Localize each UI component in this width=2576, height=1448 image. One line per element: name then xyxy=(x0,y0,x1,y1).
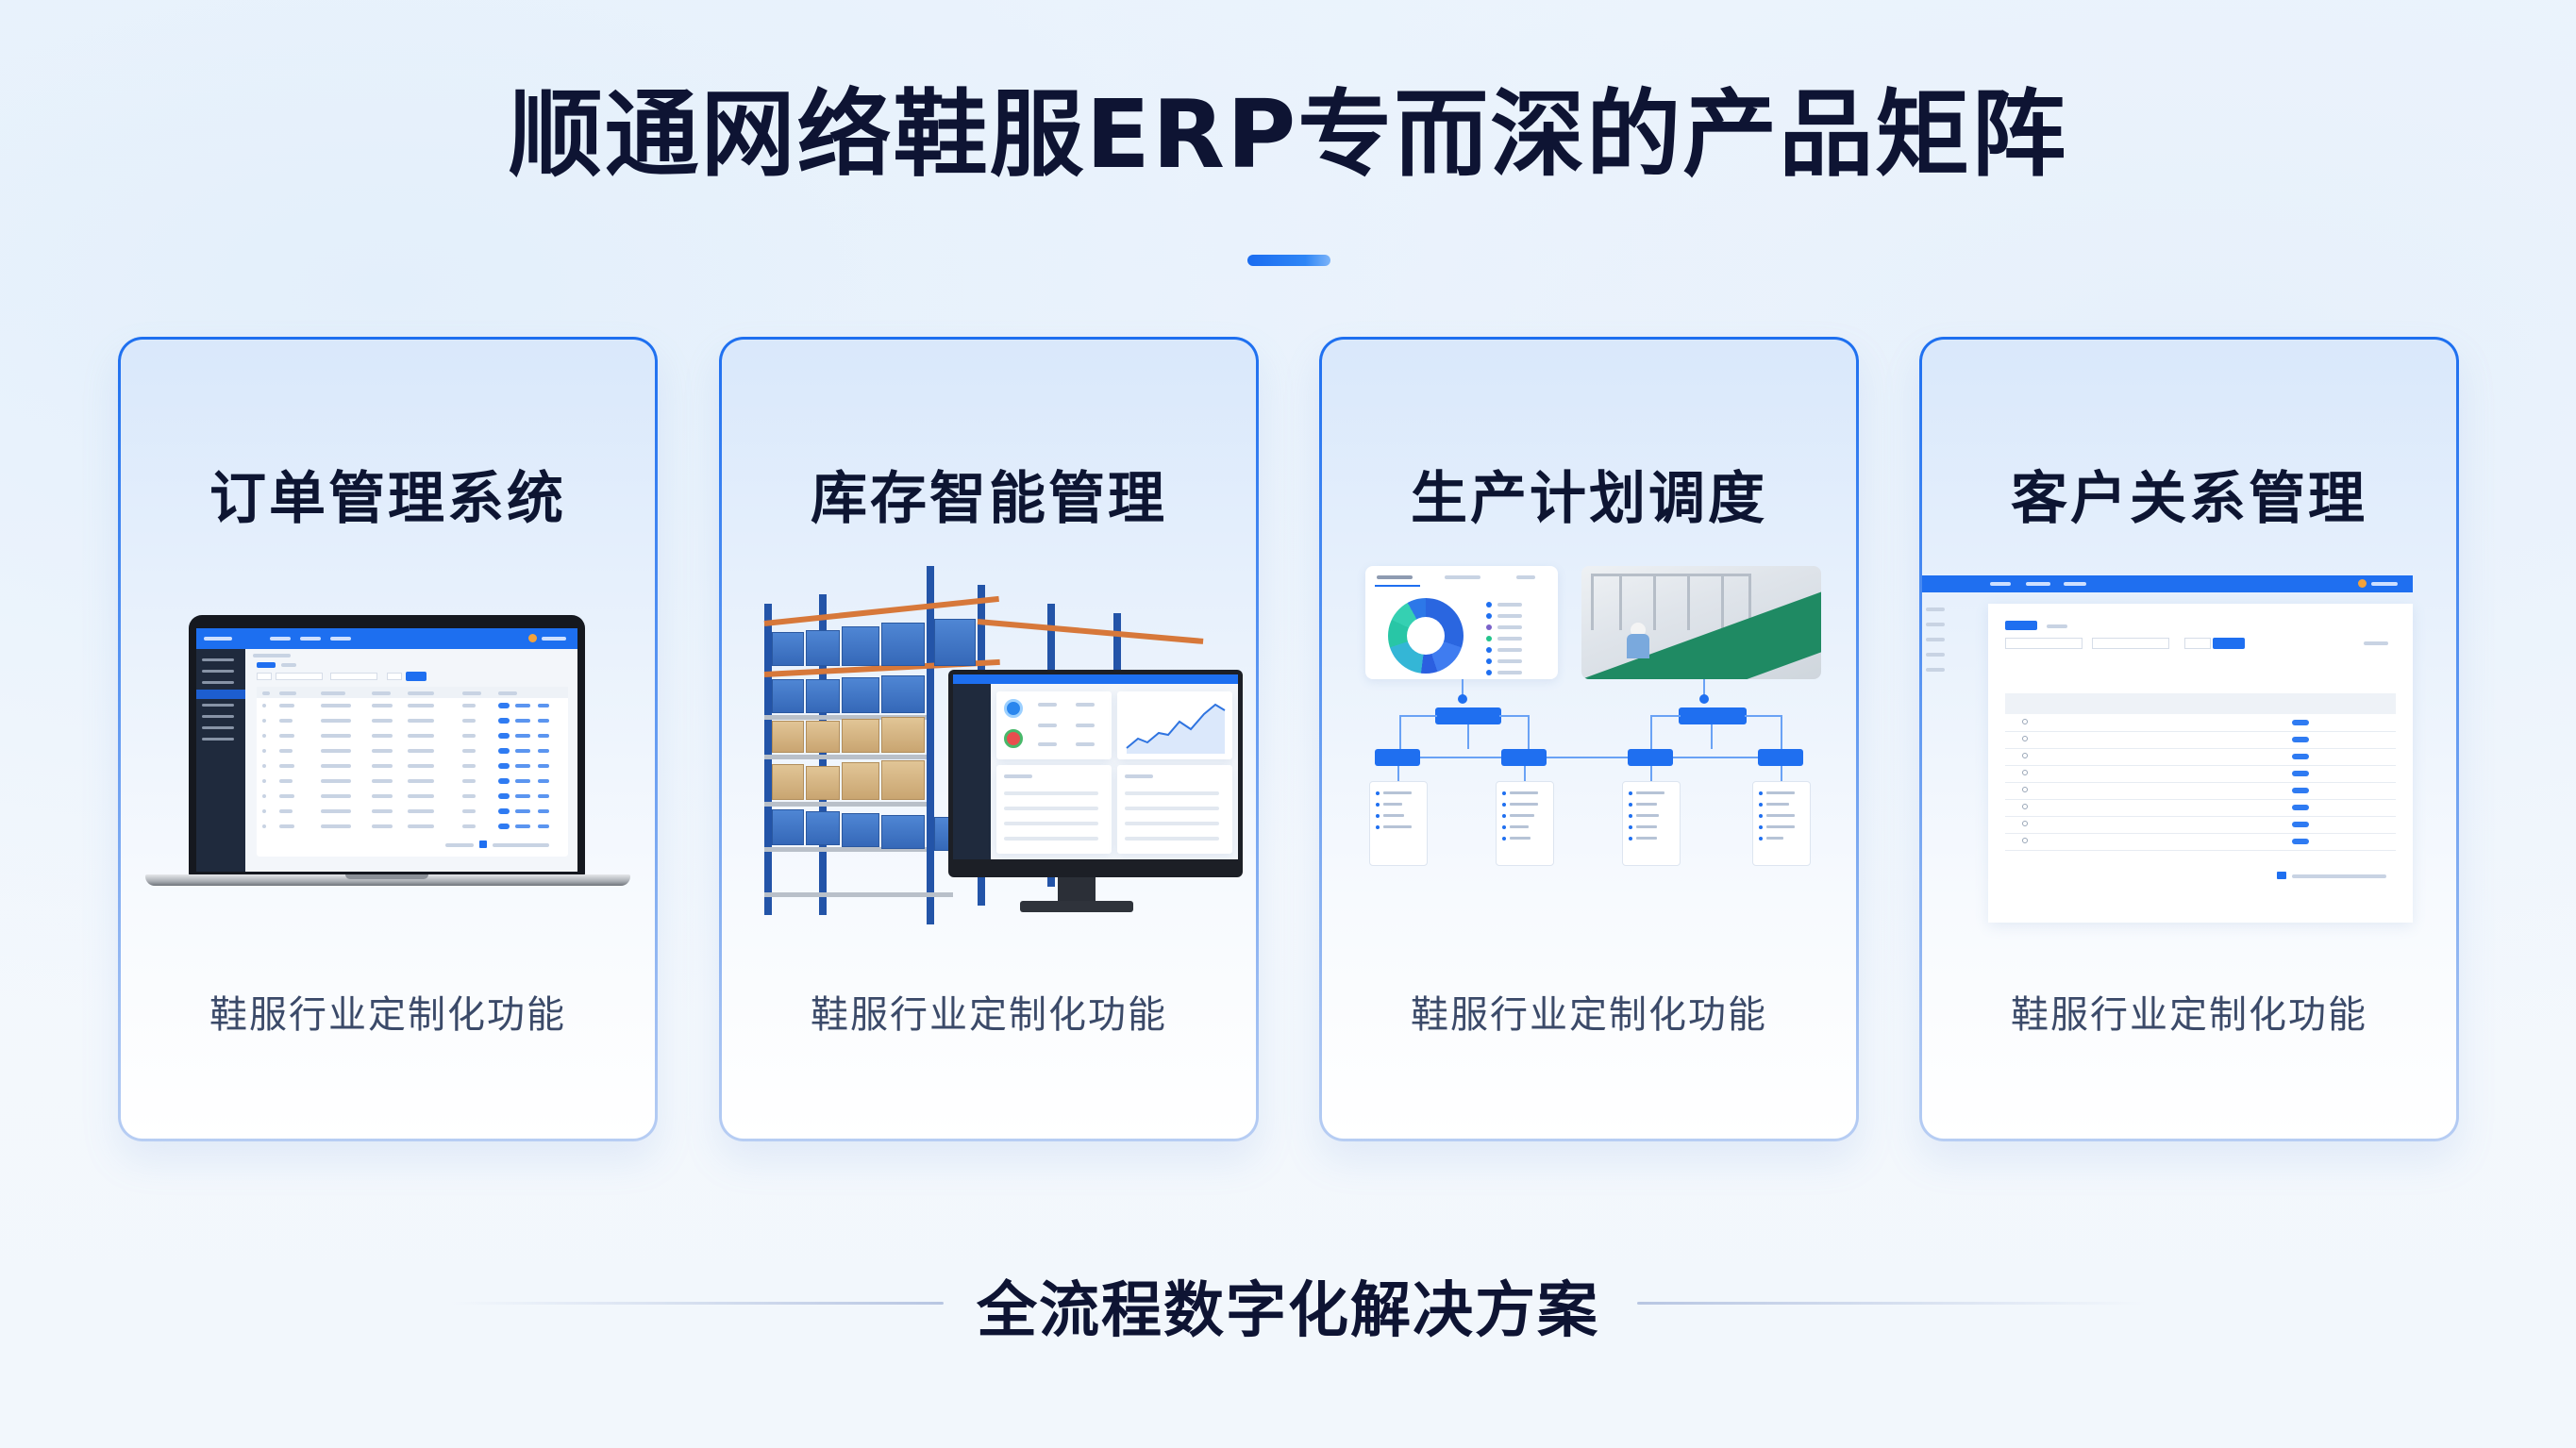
page-title: 顺通网络鞋服ERP专而深的产品矩阵 xyxy=(508,79,2068,190)
flow-node xyxy=(1501,749,1547,766)
card-title: 客户关系管理 xyxy=(2011,466,2367,532)
app-sidebar xyxy=(196,649,245,872)
product-card-order-management[interactable]: 订单管理系统 xyxy=(118,337,658,1141)
title-divider xyxy=(1247,255,1330,266)
card-subtitle: 鞋服行业定制化功能 xyxy=(209,993,566,1037)
laptop-lid xyxy=(189,615,585,877)
bottom-tagline: 全流程数字化解决方案 xyxy=(977,1276,1599,1346)
laptop-base xyxy=(145,874,630,886)
storage-rack-icon xyxy=(763,566,1217,924)
task-list xyxy=(1369,781,1428,866)
flow-node xyxy=(1679,707,1747,724)
laptop-screen xyxy=(196,628,577,872)
product-card-crm[interactable]: 客户关系管理 xyxy=(1919,337,2459,1141)
card-title: 订单管理系统 xyxy=(209,466,566,532)
avatar-icon xyxy=(528,634,537,642)
app-main xyxy=(245,649,577,872)
tagline-line-right xyxy=(1637,1302,2147,1305)
card-subtitle: 鞋服行业定制化功能 xyxy=(811,993,1167,1037)
flow-node xyxy=(1758,749,1803,766)
donut-chart-panel xyxy=(1365,566,1558,679)
flow-node xyxy=(1628,749,1673,766)
avatar-icon xyxy=(2358,579,2367,588)
monitor-base xyxy=(1020,901,1133,912)
laptop-illustration xyxy=(121,340,655,1139)
crm-topbar xyxy=(1922,575,2413,592)
app-topbar xyxy=(196,628,577,649)
product-card-inventory-management[interactable]: 库存智能管理 xyxy=(719,337,1259,1141)
warehouse-illustration xyxy=(722,340,1256,1139)
trend-line-chart xyxy=(1117,691,1232,759)
card-title: 库存智能管理 xyxy=(811,466,1167,532)
assembly-line-photo xyxy=(1581,566,1821,679)
donut-chart-icon xyxy=(1388,598,1464,674)
flow-node xyxy=(1435,707,1501,724)
monitor xyxy=(948,670,1243,877)
task-list xyxy=(1622,781,1681,866)
task-list xyxy=(1496,781,1554,866)
production-illustration xyxy=(1322,340,1856,1139)
task-list xyxy=(1752,781,1811,866)
crm-screen xyxy=(1922,575,2413,948)
monitor-stand xyxy=(1058,877,1096,904)
tagline-line-left xyxy=(448,1302,944,1305)
flow-node xyxy=(1375,749,1420,766)
card-subtitle: 鞋服行业定制化功能 xyxy=(1411,993,1767,1037)
product-card-production-scheduling[interactable]: 生产计划调度 xyxy=(1319,337,1859,1141)
orders-table xyxy=(257,687,568,857)
card-subtitle: 鞋服行业定制化功能 xyxy=(2011,993,2367,1037)
customer-table-panel xyxy=(1988,604,2413,923)
laptop-notch xyxy=(345,874,428,879)
card-title: 生产计划调度 xyxy=(1411,466,1767,532)
inventory-dashboard-screen xyxy=(953,674,1238,859)
